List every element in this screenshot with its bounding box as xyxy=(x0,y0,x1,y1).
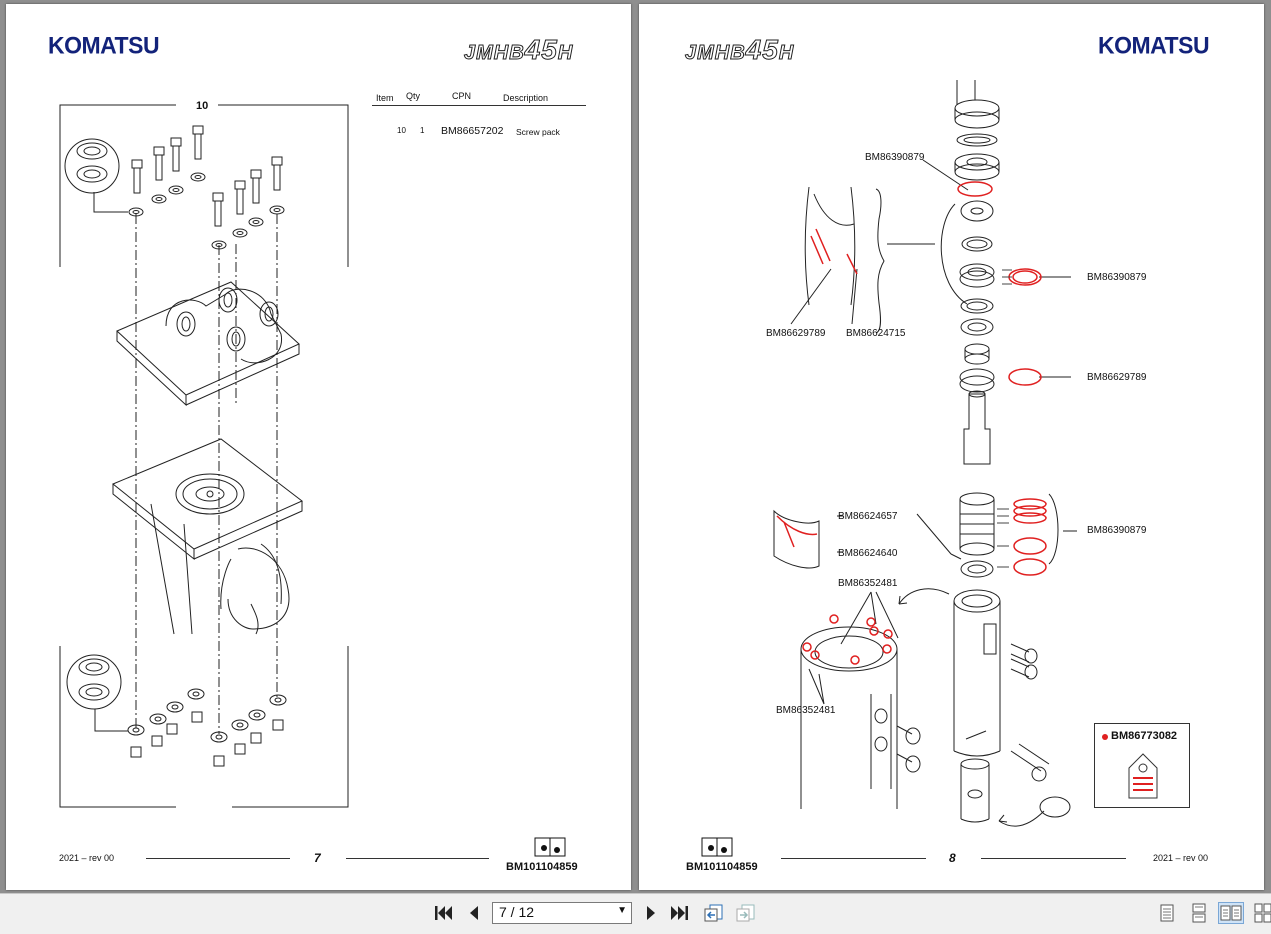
model-number: 45 xyxy=(745,34,779,66)
footer-rule xyxy=(981,858,1126,859)
row-qty: 1 xyxy=(420,126,425,135)
row-description: Screw pack xyxy=(516,127,560,137)
hammer-book-icon xyxy=(701,836,733,858)
model-number: 45 xyxy=(524,34,558,66)
callout-part-number: BM86624715 xyxy=(846,328,906,339)
right-doc-number: BM101104859 xyxy=(686,861,758,873)
left-page: KOMATSU JMHB45H Item Qty CPN Description… xyxy=(6,4,631,890)
table-header-rule xyxy=(372,105,586,106)
model-prefix: JMHB xyxy=(685,42,746,65)
footer-rule xyxy=(146,858,290,859)
callout-part-number: BM86390879 xyxy=(1087,525,1147,536)
callout-part-number: BM86352481 xyxy=(776,705,836,716)
page-number-input[interactable]: 7 / 12 ▼ xyxy=(492,902,632,924)
right-page-number: 8 xyxy=(949,851,956,865)
first-page-icon[interactable] xyxy=(432,902,454,924)
callout-part-number: BM86624657 xyxy=(838,511,898,522)
seal-kit-bag-icon xyxy=(1128,753,1158,799)
col-header-qty: Qty xyxy=(406,91,421,101)
seal-kit-box: BM86773082 xyxy=(1094,723,1190,808)
mounting-plate-exploded-diagram xyxy=(59,104,349,808)
hammer-book-icon xyxy=(534,836,566,858)
red-dot-icon xyxy=(1102,734,1108,740)
col-header-description: Description xyxy=(503,93,549,103)
continuous-facing-view-icon[interactable] xyxy=(1252,902,1271,924)
footer-rule xyxy=(346,858,489,859)
callout-part-number: BM86624640 xyxy=(838,548,898,559)
prev-page-icon[interactable] xyxy=(463,902,485,924)
go-back-view-icon[interactable] xyxy=(702,902,724,924)
go-forward-view-icon[interactable] xyxy=(734,902,756,924)
left-doc-number: BM101104859 xyxy=(506,861,578,873)
continuous-view-icon[interactable] xyxy=(1188,902,1210,924)
right-page: JMHB45H KOMATSU xyxy=(639,4,1264,890)
left-footer-date-rev: 2021 – rev 00 xyxy=(59,853,115,863)
seal-kit-exploded-diagram xyxy=(773,80,1077,827)
col-header-item: Item xyxy=(376,93,394,103)
kit-part-number: BM86773082 xyxy=(1111,730,1178,742)
komatsu-logo: KOMATSU xyxy=(48,31,160,59)
left-page-number: 7 xyxy=(314,851,321,865)
footer-rule xyxy=(781,858,926,859)
callout-part-number: BM86390879 xyxy=(1087,272,1147,283)
facing-view-icon[interactable] xyxy=(1218,902,1244,924)
row-item: 10 xyxy=(397,126,406,135)
single-page-view-icon[interactable] xyxy=(1156,902,1178,924)
model-logo: JMHB45H xyxy=(464,34,573,66)
last-page-icon[interactable] xyxy=(669,902,691,924)
callout-part-number: BM86629789 xyxy=(1087,372,1147,383)
next-page-icon[interactable] xyxy=(640,902,662,924)
callout-part-number: BM86629789 xyxy=(766,328,826,339)
callout-part-number: BM86390879 xyxy=(865,152,925,163)
komatsu-logo: KOMATSU xyxy=(1098,31,1210,59)
model-prefix: JMHB xyxy=(464,42,525,65)
col-header-cpn: CPN xyxy=(452,91,472,101)
viewer-toolbar: 7 / 12 ▼ xyxy=(0,893,1271,934)
row-cpn: BM86657202 xyxy=(441,125,504,137)
right-footer-date-rev: 2021 – rev 00 xyxy=(1153,853,1209,863)
model-logo: JMHB45H xyxy=(685,34,794,66)
callout-part-number: BM86352481 xyxy=(838,578,898,589)
page-indicator-text: 7 / 12 xyxy=(499,904,535,920)
group-item-number: 10 xyxy=(196,100,209,112)
dropdown-caret-icon[interactable]: ▼ xyxy=(617,905,627,916)
model-suffix: H xyxy=(557,42,574,65)
model-suffix: H xyxy=(778,42,795,65)
